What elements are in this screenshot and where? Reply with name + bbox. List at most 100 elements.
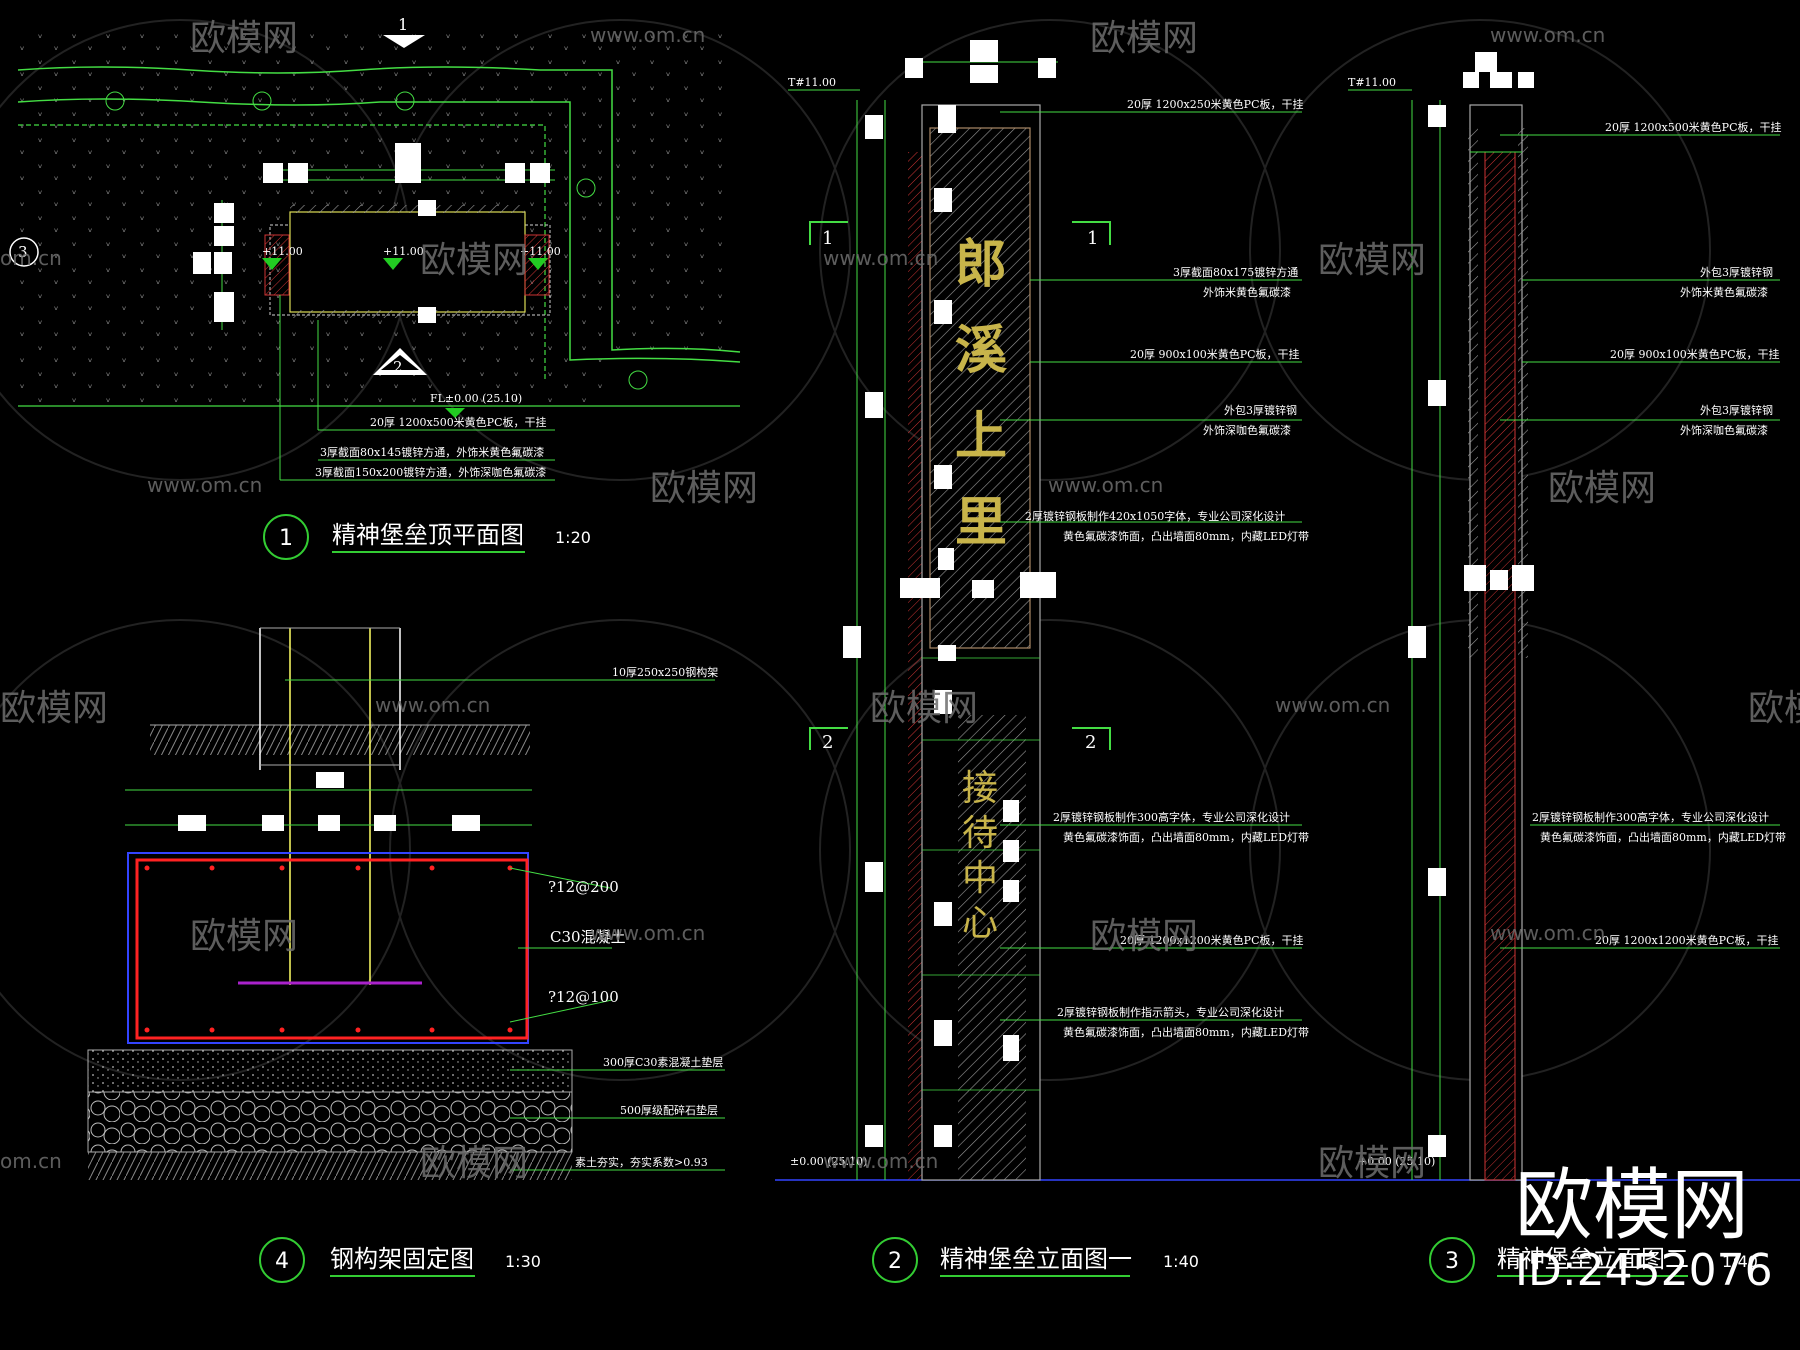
watermark-brand: 欧模网	[190, 18, 298, 59]
note-text: 外包3厚镀锌钢	[1224, 403, 1297, 417]
watermark-brand: 欧模网	[1090, 916, 1198, 957]
dim-text-blocks	[843, 40, 1056, 1147]
watermark-brand: 欧模网	[420, 240, 528, 281]
watermark-brand: 欧模网	[1548, 468, 1656, 509]
view3-elevation: T#11.00 +0.00 (25.10) 20厚 1200x500米黄色PC板…	[1348, 52, 1786, 1283]
view-title: 钢构架固定图	[330, 1245, 474, 1273]
level-label: T#11.00	[1348, 76, 1396, 89]
leaders	[1000, 111, 1302, 1021]
section-mark: 1	[1072, 221, 1111, 249]
view2-elevation: T#11.00 ±0.00 (25.10) 郎 溪 上 里 接 待 中 心	[775, 40, 1800, 1283]
elevation-label: +11.00	[262, 245, 303, 258]
paving-edge-line	[17, 66, 741, 353]
watermark-url: www.om.cn	[590, 921, 705, 945]
note-text: 10厚250x250钢构架	[612, 665, 718, 679]
watermark-brand: 欧模网	[870, 688, 978, 729]
pillar-hatch-bottom	[290, 310, 525, 318]
lamp-circle	[628, 370, 648, 390]
note-text: 3厚截面150x200镀锌方通，外饰深咖色氟碳漆	[315, 465, 546, 479]
sign-char: 心	[962, 903, 998, 944]
lamp-circle	[105, 91, 125, 111]
view-number-circle	[259, 1237, 305, 1283]
note-text: 黄色氟碳漆饰面，凸出墙面80mm，内藏LED灯带	[1063, 529, 1309, 543]
view-title: 精神堡垒立面图一	[940, 1245, 1132, 1273]
lamp-circle	[252, 91, 272, 111]
watermark-url: www.om.cn	[590, 23, 705, 47]
concrete-bed	[87, 1049, 573, 1093]
watermark-brand: 欧模网	[1090, 18, 1198, 59]
section-marker-2: 2	[373, 348, 427, 376]
note-text: 外包3厚镀锌钢	[1700, 403, 1773, 417]
level-triangle	[528, 258, 548, 270]
view-title: 精神堡垒顶平面图	[332, 521, 524, 549]
level-triangle	[383, 258, 403, 270]
watermark-big-brand: 欧模网	[1515, 1161, 1749, 1251]
sign-name-characters: 郎 溪 上 里	[955, 234, 1007, 553]
view-scale: 1:30	[505, 1252, 541, 1271]
rebar-dots	[144, 865, 513, 1033]
note-text: 3厚截面80x175镀锌方通	[1173, 265, 1298, 279]
view-scale: 1:20	[555, 528, 591, 547]
view-scale: 1:40	[1722, 1252, 1758, 1271]
note-text: 300厚C30素混凝土垫层	[603, 1055, 723, 1069]
view2-notes: 20厚 1200x250米黄色PC板，干挂 3厚截面80x175镀锌方通 外饰米…	[1025, 97, 1309, 1039]
watermark-url: www.om.cn	[1490, 921, 1605, 945]
view-number-circle	[1429, 1237, 1475, 1283]
sign-char: 溪	[955, 320, 1007, 381]
rebar-cage	[135, 858, 529, 1040]
lamp-circle	[576, 178, 596, 198]
note-text: 20厚 1200x250米黄色PC板，干挂	[1127, 97, 1304, 111]
section-marker-1: 1	[383, 15, 425, 48]
fl-marker	[445, 408, 465, 418]
elevation-label: +11.00	[520, 245, 561, 258]
svg-text:1: 1	[822, 228, 833, 249]
svg-text:3: 3	[18, 243, 28, 261]
note-text: 20厚 1200x1200米黄色PC板，干挂	[1595, 933, 1779, 947]
ground-hatch	[150, 725, 530, 755]
note-text: 500厚级配碎石垫层	[620, 1103, 718, 1117]
elevation-label: +11.00	[383, 245, 424, 258]
level-triangle	[262, 258, 282, 270]
sign-char: 中	[962, 858, 998, 899]
leader	[509, 999, 613, 1023]
dim-text-blocks	[193, 143, 550, 323]
view-number: 2	[888, 1249, 902, 1274]
watermark-brand: 欧模网	[650, 468, 758, 509]
lawn-hatch-right	[610, 30, 730, 350]
note-text: 2厚镀锌钢板制作指示箭头，专业公司深化设计	[1057, 1005, 1284, 1019]
watermark-brand: 欧模网	[190, 916, 298, 957]
view4-footing: 10厚250x250钢构架 ?12@200 C30混凝土 ?12@100 300…	[87, 627, 725, 1283]
note-text: 20厚 900x100米黄色PC板，干挂	[1610, 347, 1780, 361]
sign-char: 接	[962, 768, 998, 809]
level-label: +0.00 (25.10)	[1358, 1155, 1435, 1168]
watermark-url: www.om.cn	[147, 473, 262, 497]
note-text: 2厚镀锌钢板制作300高字体，专业公司深化设计	[1532, 810, 1769, 824]
pillar-side-hatch	[1518, 128, 1528, 658]
note-text: 20厚 1200x1200米黄色PC板，干挂	[1120, 933, 1304, 947]
view-number: 3	[1445, 1249, 1459, 1274]
note-text: 20厚 1200x500米黄色PC板，干挂	[370, 415, 547, 429]
view-number: 1	[279, 526, 293, 551]
fl-label: FL±0.00 (25.10)	[430, 392, 522, 405]
level-label: ±0.00 (25.10)	[790, 1155, 867, 1168]
watermark-url: www.om.cn	[1490, 23, 1605, 47]
section-mark: 1	[809, 221, 848, 249]
svg-text:1: 1	[398, 15, 408, 34]
note-text: 外饰深咖色氟碳漆	[1203, 423, 1291, 437]
watermark-url: www.om.cn	[823, 246, 938, 270]
note-text: 黄色氟碳漆饰面，凸出墙面80mm，内藏LED灯带	[1540, 830, 1786, 844]
sign-char: 里	[955, 492, 1007, 553]
note-text: 黄色氟碳漆饰面，凸出墙面80mm，内藏LED灯带	[1063, 830, 1309, 844]
gravel-bed	[87, 1091, 573, 1153]
lamp-circle	[395, 91, 415, 111]
note-text: 外饰深咖色氟碳漆	[1680, 423, 1768, 437]
level-label: T#11.00	[788, 76, 836, 89]
sign-char: 上	[955, 406, 1007, 467]
pillar-side-hatch	[1468, 128, 1478, 658]
view1-plan: +11.00 +11.00 +11.00 1 2 3 FL±0.00 (25.1…	[9, 15, 741, 560]
note-text: 20厚 1200x500米黄色PC板，干挂	[1605, 120, 1782, 134]
view-number-circle	[263, 514, 309, 560]
pillar-hatch-top	[290, 205, 525, 213]
watermark-brand: 欧模网	[1748, 688, 1800, 729]
